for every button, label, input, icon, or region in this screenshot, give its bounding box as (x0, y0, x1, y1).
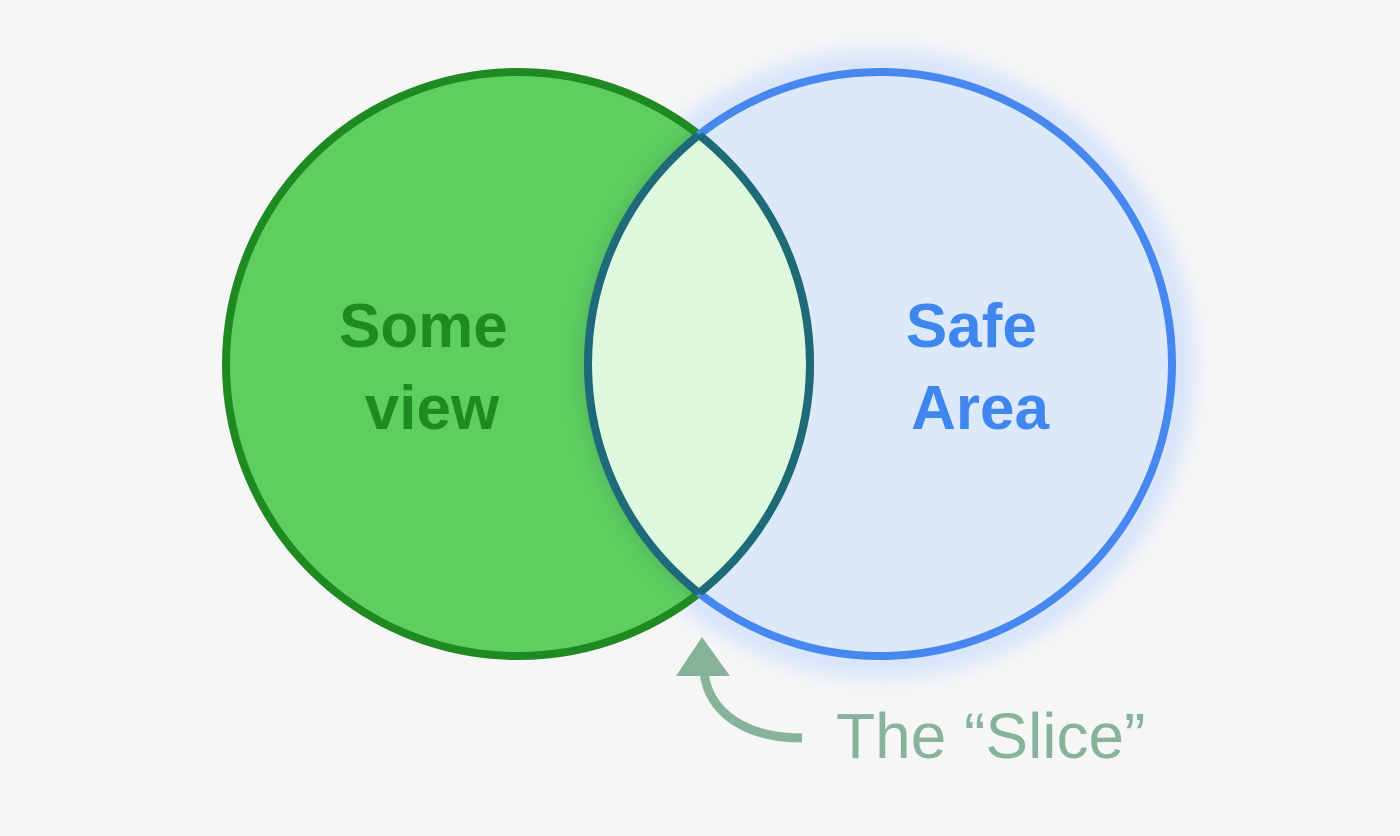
some-view-label-line2: view (365, 374, 500, 443)
some-view-label: Some view (339, 292, 525, 443)
some-view-label-line1: Some (339, 292, 508, 361)
curved-arrow-head (676, 637, 730, 676)
safe-area-label-line1: Safe (906, 292, 1037, 361)
slice-outline-right-arc (584, 72, 810, 656)
curved-arrow-icon (676, 637, 803, 743)
safe-area-label-line2: Area (911, 374, 1049, 443)
slice-outline-left-arc (588, 72, 814, 656)
slice-callout-label: The “Slice” (836, 700, 1145, 772)
safe-area-label: Safe Area (906, 292, 1054, 443)
curved-arrow-shaft (699, 671, 803, 743)
slice-fill (588, 72, 810, 656)
